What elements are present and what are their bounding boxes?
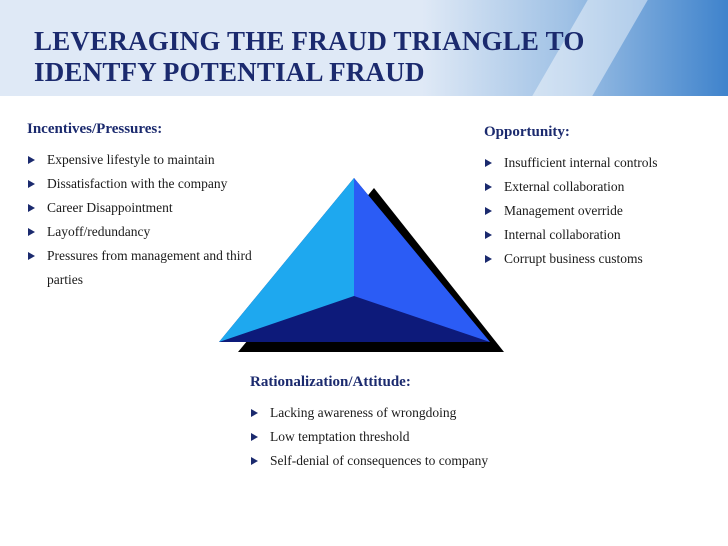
incentives-heading: Incentives/Pressures: xyxy=(27,121,163,137)
incentives-pressures-section: Incentives/Pressures: Expensive lifestyl… xyxy=(27,121,277,292)
rationalization-list: Lacking awareness of wrongdoing Low temp… xyxy=(250,401,520,473)
list-item: Expensive lifestyle to maintain xyxy=(27,148,277,172)
bullet-icon xyxy=(251,457,258,465)
bullet-icon xyxy=(485,159,492,167)
fraud-triangle-graphic xyxy=(219,178,504,352)
list-item-text: Dissatisfaction with the company xyxy=(47,176,228,191)
bullet-icon xyxy=(485,255,492,263)
list-item: External collaboration xyxy=(484,175,719,199)
bullet-icon xyxy=(485,183,492,191)
slide-title-line-2: IDENTFY POTENTIAL FRAUD xyxy=(34,57,425,87)
list-item-text: Lacking awareness of wrongdoing xyxy=(270,405,457,420)
list-item: Internal collaboration xyxy=(484,223,719,247)
list-item-text: External collaboration xyxy=(504,179,625,194)
list-item: Career Disappointment xyxy=(27,196,277,220)
bullet-icon xyxy=(485,207,492,215)
list-item-text: Pressures from management and third part… xyxy=(47,248,252,287)
slide-title: LEVERAGING THE FRAUD TRIANGLE TO IDENTFY… xyxy=(34,26,585,88)
list-item-text: Expensive lifestyle to maintain xyxy=(47,152,215,167)
title-banner: LEVERAGING THE FRAUD TRIANGLE TO IDENTFY… xyxy=(0,0,728,96)
list-item-text: Layoff/redundancy xyxy=(47,224,151,239)
bullet-icon xyxy=(28,252,35,260)
list-item-text: Internal collaboration xyxy=(504,227,621,242)
list-item: Low temptation threshold xyxy=(250,425,520,449)
list-item-text: Insufficient internal controls xyxy=(504,155,658,170)
bullet-icon xyxy=(28,228,35,236)
bullet-icon xyxy=(485,231,492,239)
bullet-icon xyxy=(28,156,35,164)
opportunity-list: Insufficient internal controls External … xyxy=(484,151,719,271)
list-item: Pressures from management and third part… xyxy=(27,244,279,292)
incentives-list: Expensive lifestyle to maintain Dissatis… xyxy=(27,148,277,292)
rationalization-attitude-section: Rationalization/Attitude: Lacking awaren… xyxy=(250,374,520,473)
list-item-text: Management override xyxy=(504,203,623,218)
list-item: Insufficient internal controls xyxy=(484,151,719,175)
list-item: Lacking awareness of wrongdoing xyxy=(250,401,520,425)
bullet-icon xyxy=(28,180,35,188)
list-item-text: Corrupt business customs xyxy=(504,251,643,266)
bullet-icon xyxy=(251,433,258,441)
bullet-icon xyxy=(251,409,258,417)
list-item-text: Career Disappointment xyxy=(47,200,173,215)
triangle-left-face xyxy=(219,178,354,342)
list-item: Management override xyxy=(484,199,719,223)
opportunity-section: Opportunity: Insufficient internal contr… xyxy=(484,124,719,271)
list-item-text: Self-denial of consequences to company xyxy=(270,453,489,468)
list-item: Layoff/redundancy xyxy=(27,220,277,244)
triangle-right-face xyxy=(354,178,490,342)
list-item: Self-denial of consequences to company xyxy=(250,449,495,473)
list-item-text: Low temptation threshold xyxy=(270,429,410,444)
bullet-icon xyxy=(28,204,35,212)
opportunity-heading: Opportunity: xyxy=(484,124,570,140)
list-item: Dissatisfaction with the company xyxy=(27,172,277,196)
rationalization-heading: Rationalization/Attitude: xyxy=(250,374,411,390)
slide-title-line-1: LEVERAGING THE FRAUD TRIANGLE TO xyxy=(34,26,585,56)
list-item: Corrupt business customs xyxy=(484,247,719,271)
